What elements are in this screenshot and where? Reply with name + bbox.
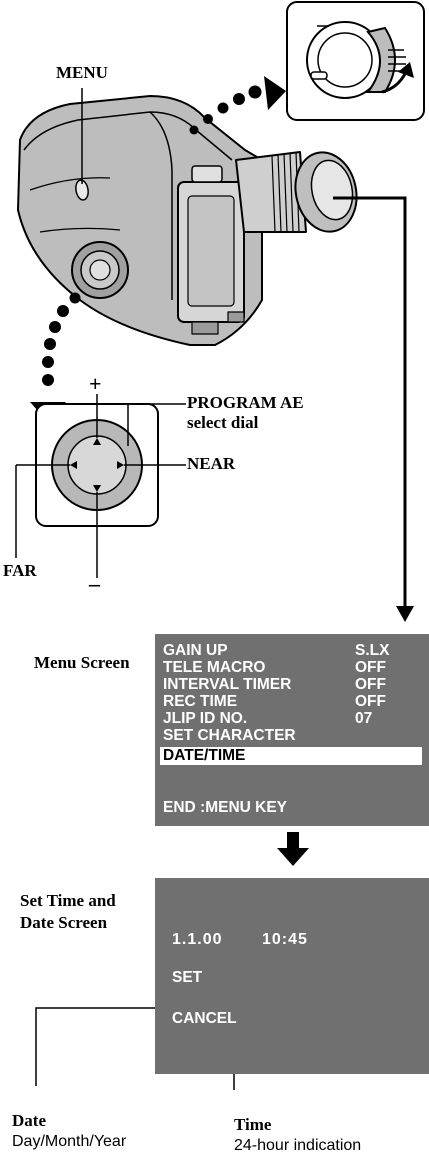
dotted-arrow-dial	[30, 292, 81, 422]
program-ae-dial	[15, 394, 186, 578]
menu-screen: GAIN UP S.LX TELE MACRO OFF INTERVAL TIMER OF…	[155, 634, 429, 826]
menu-item-value: OFF	[355, 676, 386, 693]
screen-transition-arrow	[277, 832, 309, 866]
menu-selection-highlight	[160, 747, 422, 765]
menu-item-date-time[interactable]: DATE/TIME	[163, 747, 246, 764]
menu-item-label[interactable]: SET CHARACTER	[163, 727, 296, 744]
time-value[interactable]: 10:45	[262, 931, 308, 948]
menu-footer: END :MENU KEY	[163, 799, 288, 816]
menu-screen-caption: Menu Screen	[34, 653, 130, 672]
set-option[interactable]: SET	[172, 969, 203, 986]
time-caption: Time	[234, 1115, 272, 1134]
set-time-date-screen: 1.1.00 10:45 SET CANCEL	[155, 878, 429, 1074]
menu-item-value: OFF	[355, 693, 386, 710]
date-caption: Date	[12, 1111, 46, 1130]
date-value[interactable]: 1.1.00	[172, 931, 223, 948]
near-label: NEAR	[187, 454, 236, 473]
menu-item-label[interactable]: JLIP ID NO.	[163, 710, 248, 727]
far-label: FAR	[3, 561, 37, 580]
dotted-arrow-inset	[189, 76, 286, 135]
menu-item-label[interactable]: REC TIME	[163, 693, 238, 710]
date-format-caption: Day/Month/Year	[12, 1133, 127, 1150]
menu-item-value: S.LX	[355, 642, 390, 659]
minus-label: –	[89, 571, 100, 596]
select-dial-label: select dial	[187, 413, 259, 432]
camcorder-illustration	[17, 95, 358, 346]
menu-item-value: 07	[355, 710, 373, 727]
menu-item-label[interactable]: TELE MACRO	[163, 659, 266, 676]
plus-label: +	[89, 371, 102, 396]
menu-item-label[interactable]: GAIN UP	[163, 642, 228, 659]
menu-item-value: OFF	[355, 659, 386, 676]
viewfinder-dial-inset	[286, 1, 425, 121]
time-format-caption: 24-hour indication	[234, 1137, 362, 1154]
set-screen-caption-line1: Set Time and	[20, 891, 116, 910]
menu-item-label[interactable]: INTERVAL TIMER	[163, 676, 292, 693]
program-ae-label: PROGRAM AE	[187, 393, 304, 412]
menu-label: MENU	[56, 63, 108, 82]
cancel-option[interactable]: CANCEL	[172, 1010, 237, 1027]
viewfinder-to-screen-arrow	[333, 196, 414, 622]
set-screen-caption-line2: Date Screen	[20, 913, 108, 932]
